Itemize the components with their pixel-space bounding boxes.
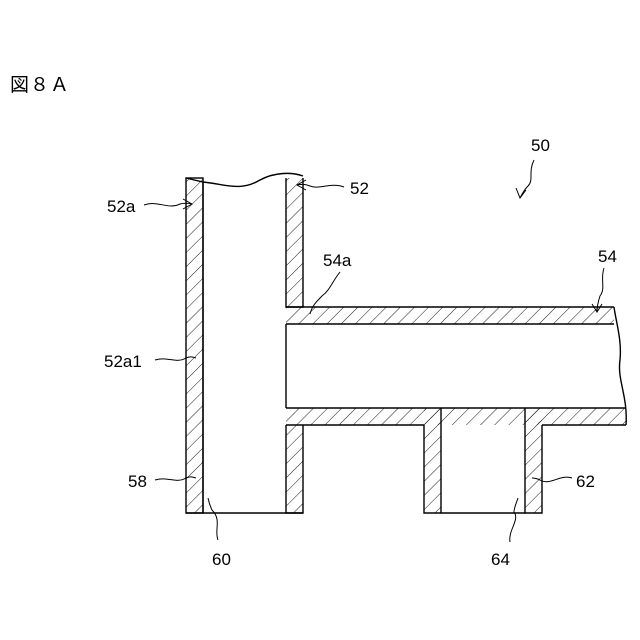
- leader-54: [597, 268, 604, 312]
- branch-pipe-left-wall: [424, 408, 441, 513]
- pipe-52-right-wall-lower: [286, 425, 303, 513]
- label-52: 52: [350, 179, 369, 198]
- leader-64: [510, 498, 518, 542]
- leader-60: [208, 498, 218, 540]
- label-52a: 52a: [107, 197, 136, 216]
- leader-52a: [144, 203, 192, 206]
- label-58: 58: [128, 472, 147, 491]
- branch-pipe-right-wall: [525, 408, 542, 513]
- leader-52: [297, 184, 344, 187]
- label-64: 64: [491, 550, 510, 569]
- label-62: 62: [576, 472, 595, 491]
- pipe-54-top-wall: [286, 307, 614, 324]
- label-60: 60: [212, 550, 231, 569]
- label-50: 50: [531, 136, 550, 155]
- label-52a1: 52a1: [104, 352, 142, 371]
- leader-50: [520, 160, 534, 198]
- pipe-54-bottom-wall: [286, 408, 626, 425]
- pipe-52-right-wall-upper: [286, 178, 303, 307]
- label-54a: 54a: [323, 251, 352, 270]
- label-54: 54: [598, 247, 617, 266]
- pipe-52-left-wall: [186, 178, 203, 513]
